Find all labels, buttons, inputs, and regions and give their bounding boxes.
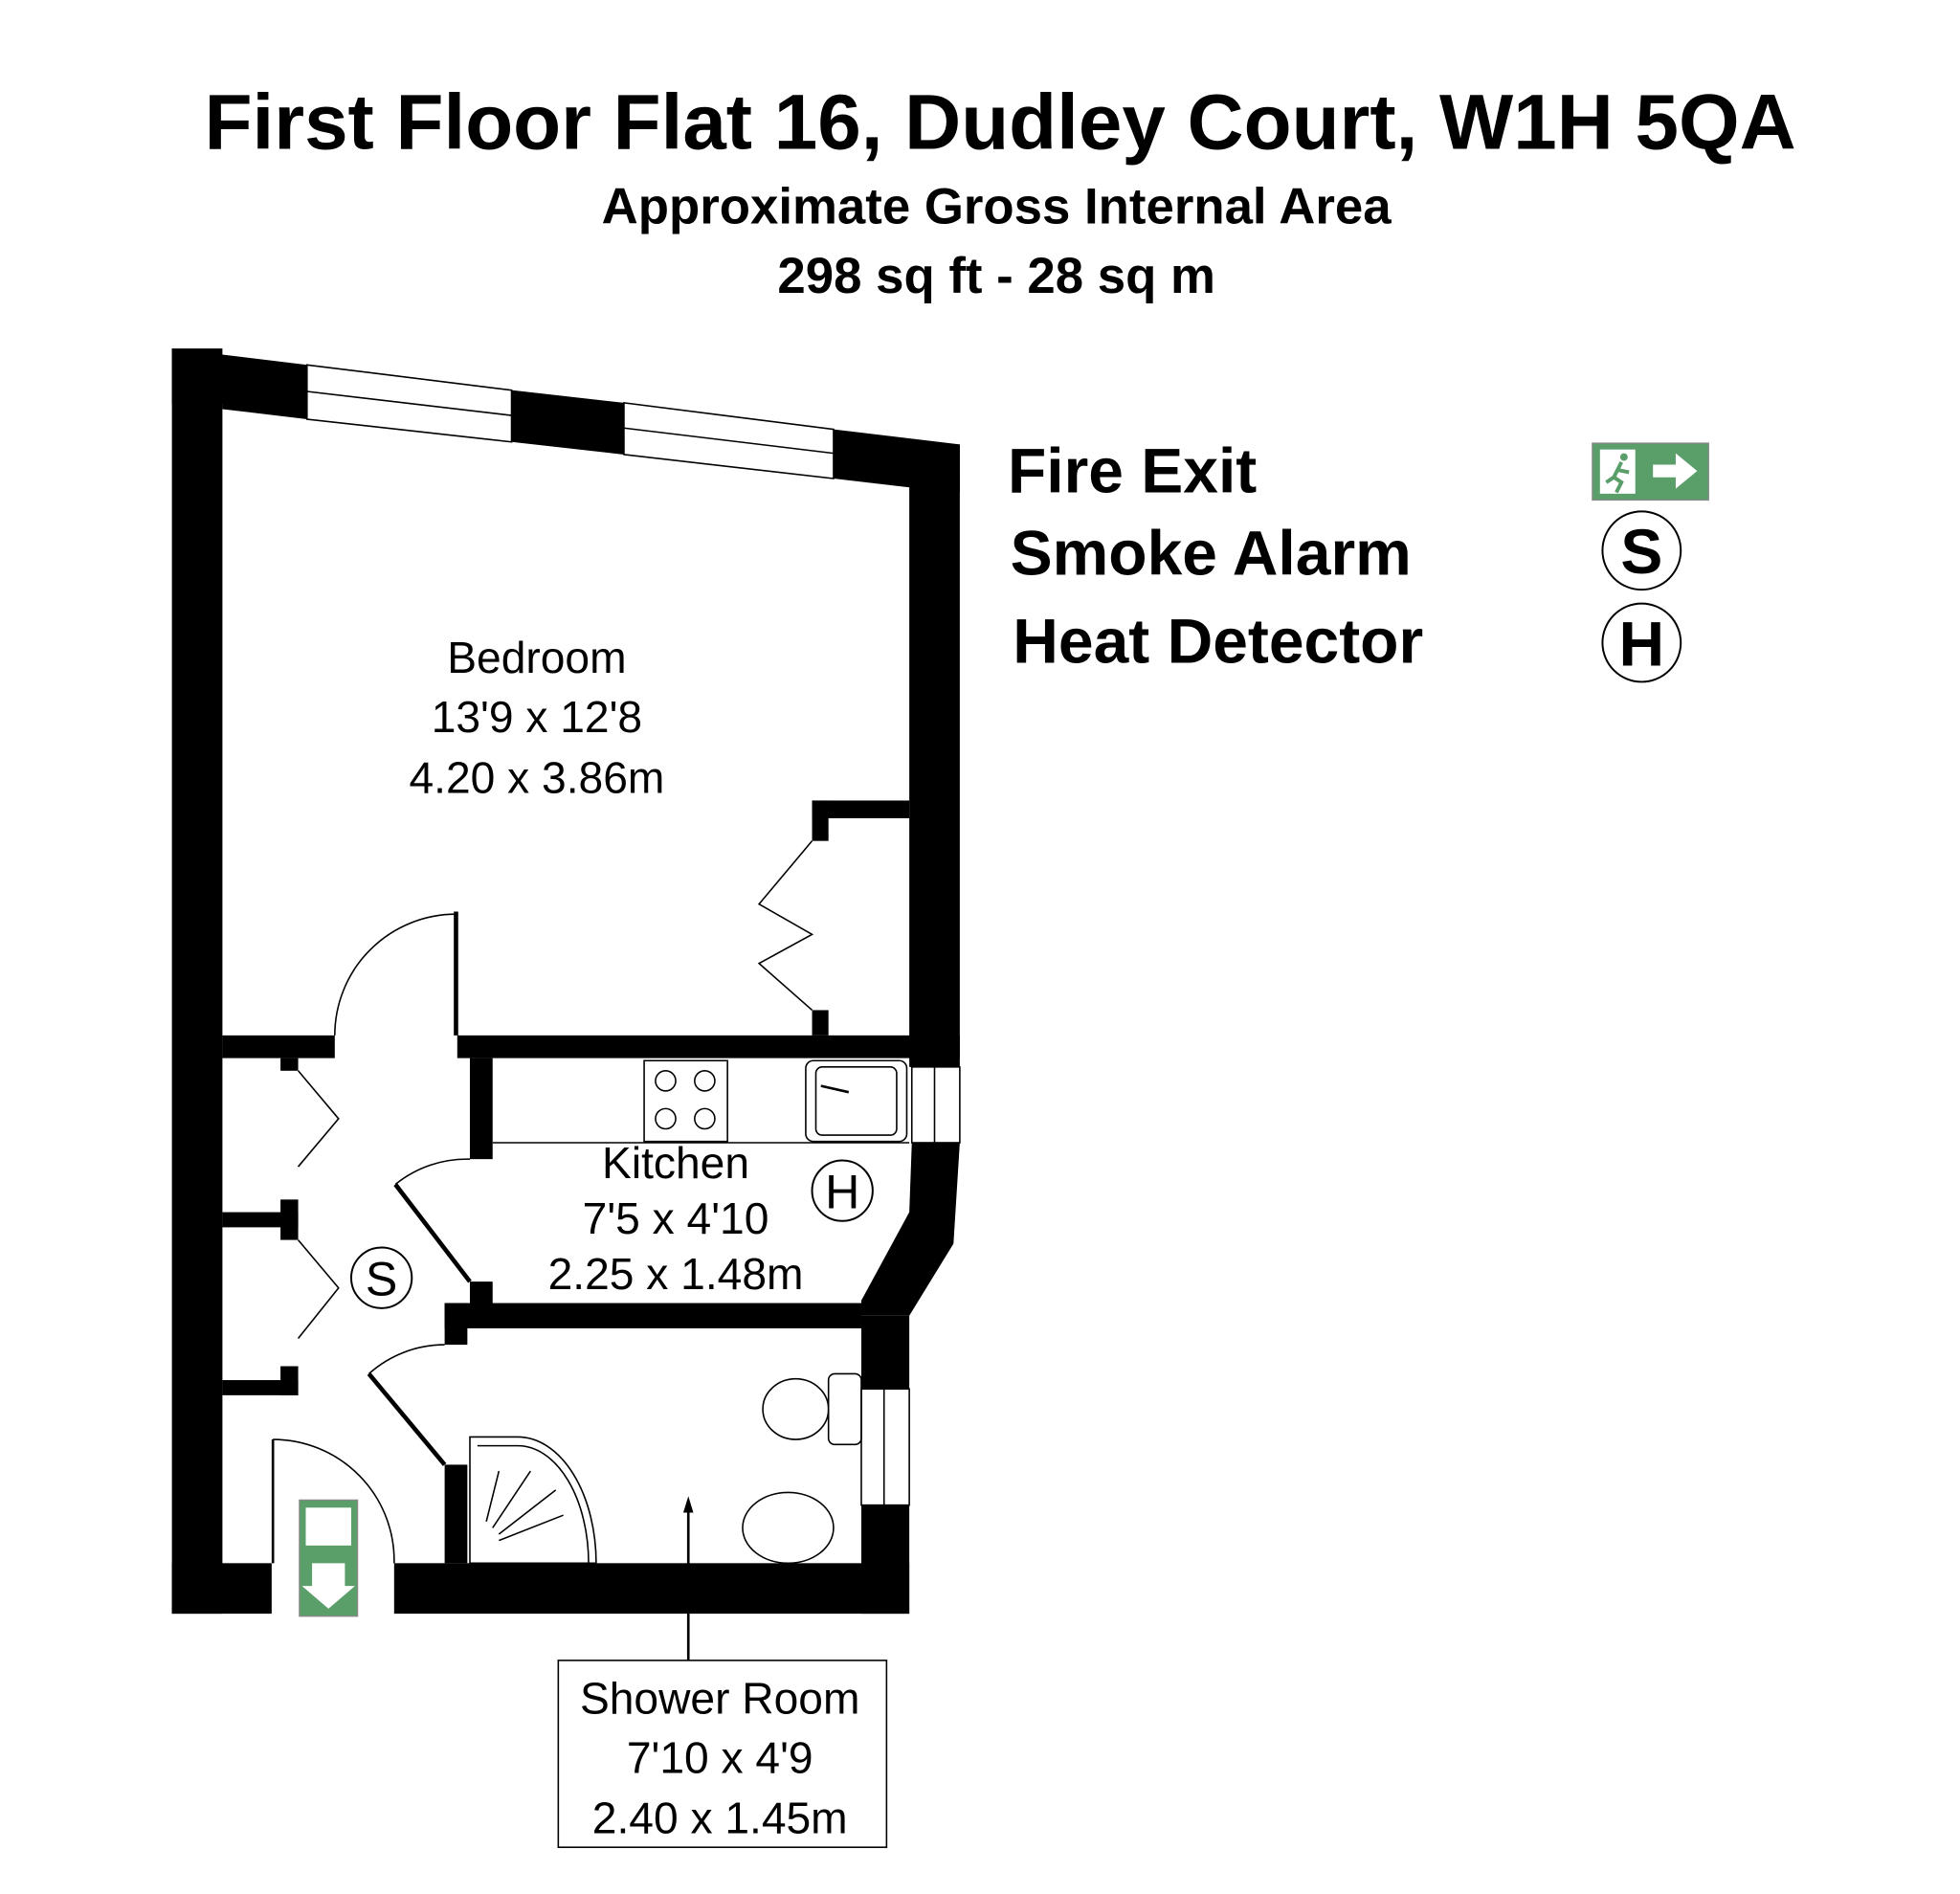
legend: Fire Exit Smoke Alarm Heat Detector S H	[1008, 435, 1709, 683]
room-bedroom: Bedroom 13'9 x 12'8 4.20 x 3.86m	[409, 633, 664, 802]
hob-icon	[643, 1059, 728, 1143]
doors	[271, 840, 814, 1564]
shower-room-label-box	[557, 1660, 888, 1848]
fire-exit-sign-down	[299, 1499, 359, 1617]
fire-exit-icon	[1592, 442, 1709, 501]
arrow-right-icon	[1653, 453, 1698, 489]
svg-text:Bedroom: Bedroom	[447, 633, 626, 682]
svg-text:7'5 x 4'10: 7'5 x 4'10	[583, 1193, 769, 1243]
kitchen-fittings	[492, 1059, 910, 1144]
shower-tray-icon	[469, 1436, 597, 1565]
smoke-alarm-symbol: S	[349, 1246, 413, 1309]
sink-icon	[805, 1059, 908, 1143]
smoke-alarm-legend-icon: S	[1601, 510, 1682, 591]
basin-icon	[742, 1491, 835, 1565]
arrow-down-icon	[301, 1563, 355, 1609]
svg-text:7'10 x 4'9: 7'10 x 4'9	[627, 1732, 813, 1782]
legend-fire-exit: Fire Exit	[1008, 435, 1257, 506]
svg-text:H: H	[1619, 608, 1665, 679]
plan-subtitle: Approximate Gross Internal Area	[602, 179, 1392, 235]
legend-smoke-alarm: Smoke Alarm	[1011, 517, 1412, 588]
svg-text:2.25 x 1.48m: 2.25 x 1.48m	[548, 1249, 804, 1299]
heat-detector-symbol: H	[811, 1159, 874, 1222]
svg-text:Kitchen: Kitchen	[602, 1138, 749, 1188]
svg-text:S: S	[366, 1253, 397, 1306]
room-kitchen: Kitchen 7'5 x 4'10 2.25 x 1.48m	[548, 1138, 804, 1299]
heat-detector-legend-icon: H	[1601, 602, 1682, 683]
svg-text:13'9 x 12'8: 13'9 x 12'8	[432, 692, 642, 742]
shower-fittings	[469, 1372, 888, 1848]
toilet-icon	[827, 1372, 862, 1446]
svg-text:2.40 x 1.45m: 2.40 x 1.45m	[592, 1794, 848, 1843]
room-shower: Shower Room 7'10 x 4'9 2.40 x 1.45m	[580, 1673, 859, 1842]
walls	[171, 348, 960, 1615]
legend-heat-detector: Heat Detector	[1013, 606, 1423, 677]
svg-text:Shower Room: Shower Room	[580, 1673, 859, 1723]
svg-text:S: S	[1620, 516, 1662, 587]
svg-text:4.20 x 3.86m: 4.20 x 3.86m	[409, 753, 664, 803]
svg-text:H: H	[825, 1166, 859, 1219]
plan-title: First Floor Flat 16, Dudley Court, W1H 5…	[205, 79, 1796, 167]
plan-area: 298 sq ft - 28 sq m	[777, 248, 1214, 304]
windows	[306, 364, 961, 1506]
